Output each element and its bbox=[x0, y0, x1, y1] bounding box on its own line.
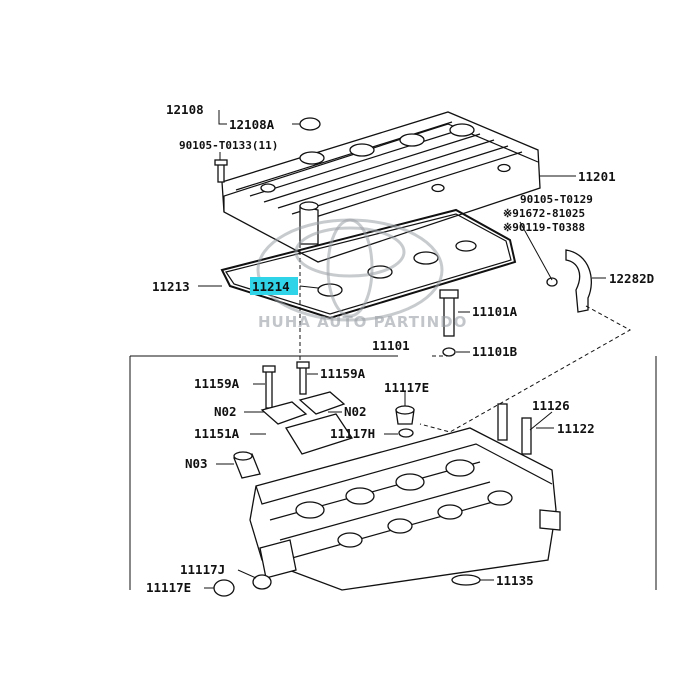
label-n02-right: N02 bbox=[344, 404, 367, 419]
seal-11117e-bottom bbox=[213, 579, 235, 597]
camshaft-bearing-cap bbox=[260, 391, 354, 455]
bolt-11159a-left bbox=[262, 365, 276, 409]
plug-n03 bbox=[233, 451, 261, 479]
bolt-90105-t0133 bbox=[214, 159, 228, 183]
plug-11117e-top bbox=[395, 405, 415, 425]
washer-11101b bbox=[442, 347, 456, 357]
label-11101a: 11101A bbox=[472, 304, 518, 319]
label-90119-t0388: ※90119-T0388 bbox=[503, 221, 585, 234]
label-90105-t0133: 90105-T0133(11) bbox=[179, 139, 278, 152]
label-12108: 12108 bbox=[166, 102, 204, 117]
bracket-12282d bbox=[546, 249, 592, 313]
head-cover-gasket bbox=[220, 208, 517, 320]
label-11159a-left: 11159A bbox=[194, 376, 240, 391]
gasket-11135 bbox=[451, 574, 481, 586]
label-11122: 11122 bbox=[557, 421, 595, 436]
seal-11117h bbox=[398, 428, 414, 438]
label-12282d: 12282D bbox=[609, 271, 654, 286]
bolt-11159a-right bbox=[296, 361, 310, 395]
label-11117e-top: 11117E bbox=[384, 380, 429, 395]
leader-lines bbox=[198, 110, 606, 589]
cylinder-head-cover bbox=[221, 111, 541, 263]
label-11117e-bottom: 11117E bbox=[146, 580, 191, 595]
bolt-11101a bbox=[439, 289, 459, 337]
section-frame bbox=[129, 244, 657, 590]
cylinder-head bbox=[249, 427, 561, 591]
label-91672-81025: ※91672-81025 bbox=[503, 207, 585, 220]
label-12108a: 12108A bbox=[229, 117, 275, 132]
label-11214: 11214 bbox=[252, 279, 290, 294]
label-n03: N03 bbox=[185, 456, 208, 471]
label-11213: 11213 bbox=[152, 279, 190, 294]
part-labels: 12108 12108A 90105-T0133(11) 11201 90105… bbox=[146, 102, 654, 595]
part-highlight bbox=[250, 277, 298, 295]
label-11135: 11135 bbox=[496, 573, 534, 588]
label-11117h: 11117H bbox=[330, 426, 375, 441]
watermark-text: HUHA AUTO PARTINDO bbox=[258, 313, 467, 331]
label-11126: 11126 bbox=[532, 398, 570, 413]
label-11159a-right: 11159A bbox=[320, 366, 366, 381]
label-11117j: 11117J bbox=[180, 562, 225, 577]
label-11101b: 11101B bbox=[472, 344, 518, 359]
label-90105-t0129: 90105-T0129 bbox=[520, 193, 593, 206]
watermark-logo: HUHA AUTO PARTINDO bbox=[256, 218, 467, 331]
oil-cap-gasket-12108a bbox=[299, 117, 321, 131]
label-11201: 11201 bbox=[578, 169, 616, 184]
label-11101: 11101 bbox=[372, 338, 410, 353]
label-11151a: 11151A bbox=[194, 426, 240, 441]
stud-11126 bbox=[497, 403, 532, 455]
seal-11117j bbox=[252, 574, 272, 590]
label-n02-left: N02 bbox=[214, 404, 237, 419]
